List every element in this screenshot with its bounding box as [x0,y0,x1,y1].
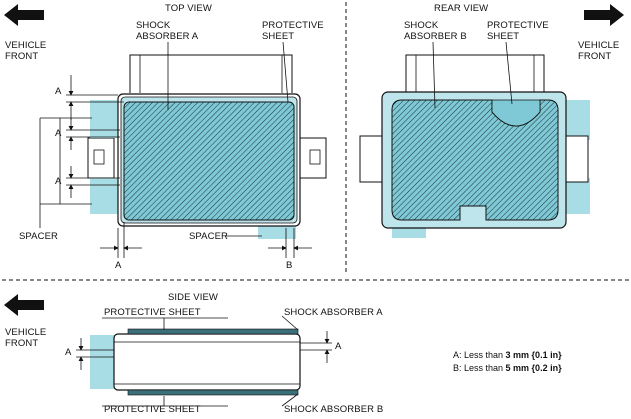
spacer-top-left [90,100,120,138]
rear-view-unit [359,54,590,238]
shock-absorber-b-side [127,389,299,396]
dim-a-side-left: A [65,347,72,358]
spacer-label-bottom: SPACER [189,231,228,242]
top-view-unit [87,54,327,239]
dim-b-bottom: B [286,260,293,271]
top-view-title: TOP VIEW [165,3,212,14]
vehicle-front-arrow-right-icon [584,4,624,26]
protective-sheet-side-top: PROTECTIVE SHEET [104,307,201,318]
shock-absorber-a-side-label: SHOCK ABSORBER A [284,307,383,318]
dim-a-side-right: A [335,341,342,352]
spacer-bottom-left [90,178,120,214]
spacer-label-left: SPACER [19,231,58,242]
protective-sheet-side-bottom: PROTECTIVE SHEET [104,404,201,415]
dim-a-3: A [55,176,62,187]
side-view-unit [90,328,301,396]
side-view-title: SIDE VIEW [168,292,218,303]
shock-absorber-a-top [123,101,295,221]
protective-sheet-rear [491,99,541,127]
vehicle-front-arrow-side-icon [4,294,44,316]
shock-absorber-b-side-label: SHOCK ABSORBER B [284,404,384,415]
shock-absorber-a-side [127,328,299,335]
rear-view-title: REAR VIEW [434,3,489,14]
dimension-a-left [66,75,124,198]
vehicle-front-arrow-left-icon [4,4,44,26]
dim-a-bottom: A [115,260,122,271]
note-b: B: Less than 5 mm {0.2 in} [453,363,562,373]
dim-a-1: A [55,86,62,97]
note-a: A: Less than 3 mm {0.1 in} [453,350,562,360]
dim-a-2: A [55,128,62,139]
